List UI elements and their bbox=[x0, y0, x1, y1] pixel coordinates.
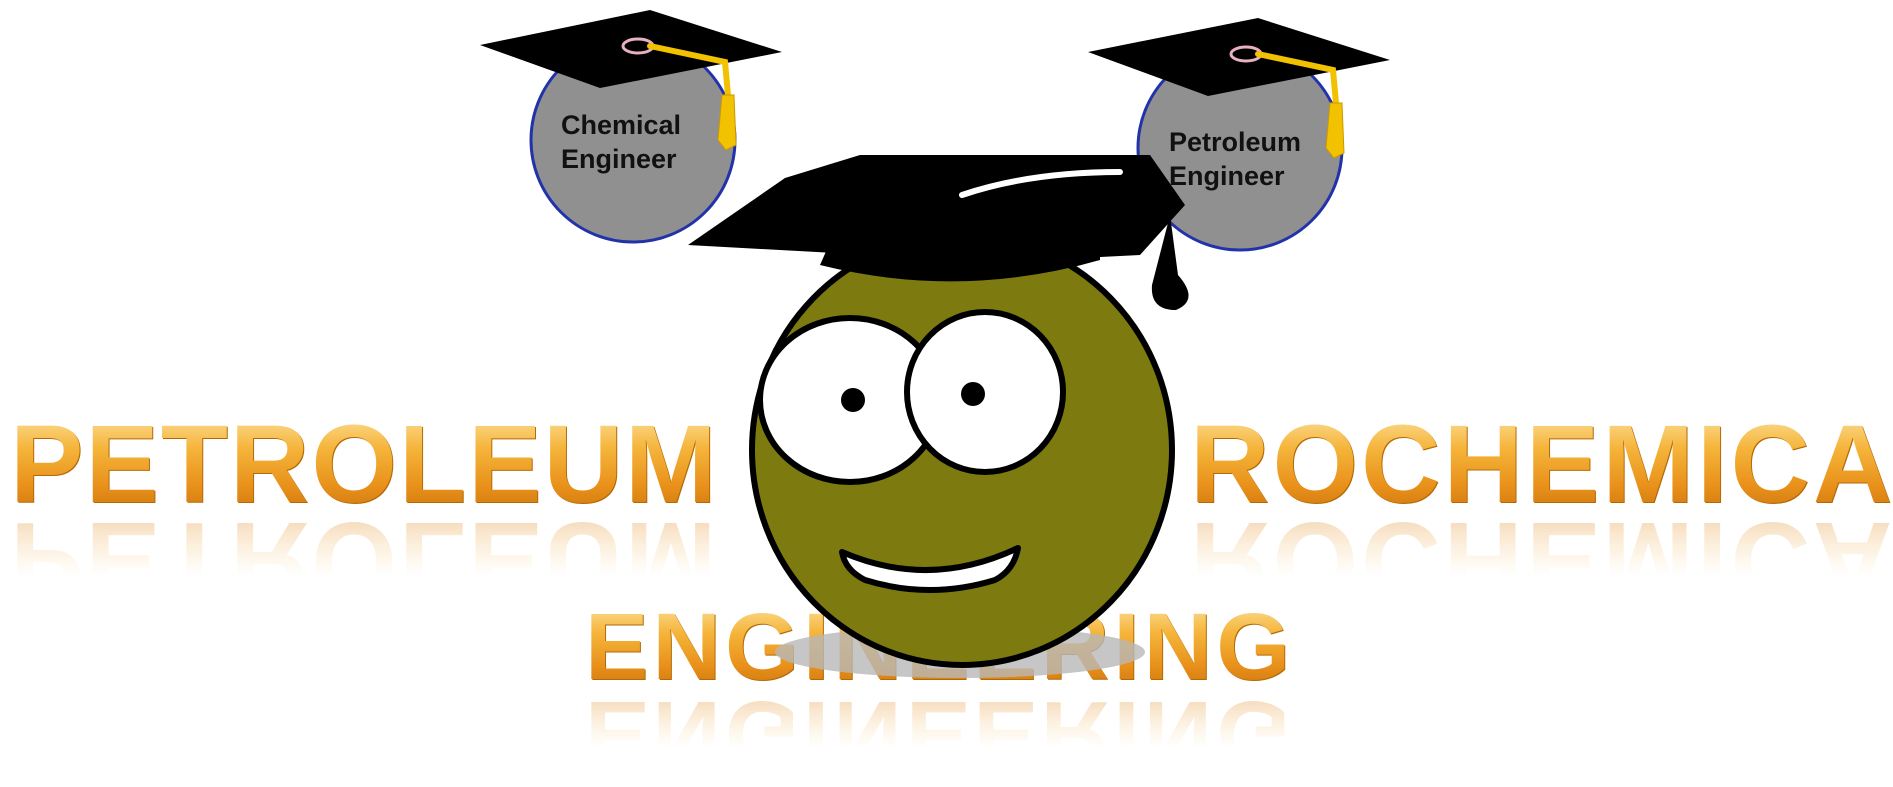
graduate-mascot bbox=[688, 155, 1189, 678]
left-pupil bbox=[841, 388, 865, 412]
mascot-graduation-cap-icon bbox=[688, 155, 1189, 310]
title-word-petroleum: PETROLEUM bbox=[10, 403, 719, 526]
petroleum-engineer-label: Petroleum Engineer bbox=[1169, 127, 1302, 191]
illustration bbox=[480, 10, 1390, 678]
title-word-rochemical: ROCHEMICAL bbox=[1190, 410, 1893, 520]
chemical-engineer-label: Chemical Engineer bbox=[561, 110, 682, 174]
mascot-smile bbox=[839, 545, 1021, 593]
petroleum-graduation-cap-icon bbox=[1088, 18, 1390, 159]
chemical-graduation-cap-icon bbox=[480, 10, 782, 151]
right-eye bbox=[904, 309, 1066, 475]
petroleum-engineer-badge bbox=[1088, 18, 1390, 252]
chemical-engineer-badge bbox=[480, 10, 782, 244]
right-pupil bbox=[961, 382, 985, 406]
